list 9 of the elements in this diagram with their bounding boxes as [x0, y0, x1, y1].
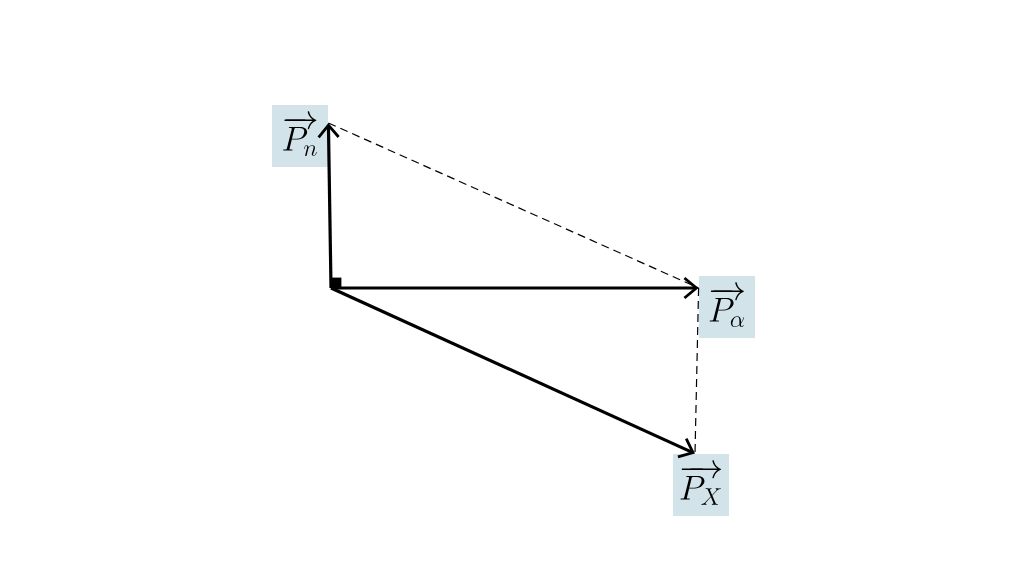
- dashed-line: [327, 122, 700, 289]
- arrow: [317, 123, 340, 288]
- vector-label: $\overrightarrow{P_\alpha}$: [699, 276, 755, 338]
- right-angle-mark: [331, 277, 342, 288]
- vector-label: $\overrightarrow{P_X}$: [673, 454, 729, 516]
- dashed-line: [694, 287, 700, 455]
- arrow: [331, 276, 699, 300]
- vector-label: $\overrightarrow{P_n}$: [272, 105, 328, 167]
- arrow: [330, 286, 695, 459]
